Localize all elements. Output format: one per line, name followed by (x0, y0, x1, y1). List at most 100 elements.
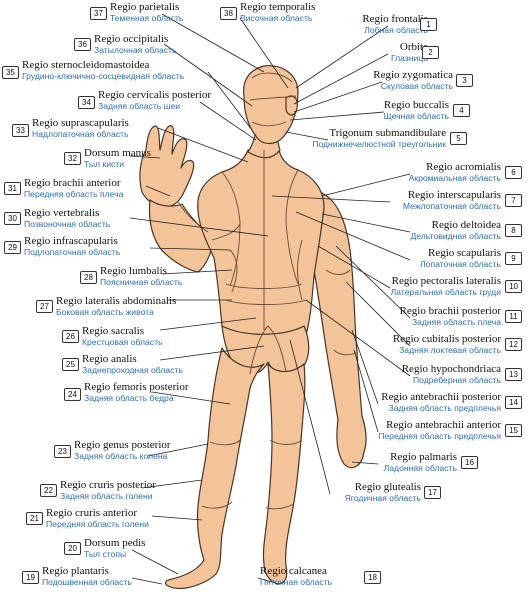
badge-1: 1 (420, 18, 437, 31)
badge-14: 14 (505, 396, 522, 409)
label-25-russian: Заднепроходная область (82, 365, 183, 375)
label-32-russian: Тыл кисти (84, 159, 125, 169)
label-30: Regio vertebralis Позвоночная область (24, 208, 110, 229)
label-2-russian: Глазница (390, 53, 428, 63)
label-20: Dorsum pedis Тыл стопы (84, 538, 145, 559)
badge-23: 23 (54, 445, 71, 458)
label-33-russian: Надлопаточная область (32, 129, 129, 139)
leader-7 (271, 195, 391, 203)
label-4-latin: Regio buccalis (383, 99, 449, 111)
label-5: Trigonum submandibulare Поднижнечелюстно… (312, 128, 446, 149)
label-21-latin: Regio cruris anterior (46, 507, 138, 519)
label-8-russian: Дельтовидная область (410, 231, 501, 241)
label-19-latin: Regio plantaris (42, 565, 109, 577)
leader-13 (305, 299, 411, 377)
label-7-latin: Regio interscapularis (407, 189, 501, 201)
label-12-latin: Regio cubitalis posterior (392, 333, 501, 345)
badge-17: 17 (424, 486, 441, 499)
badge-10: 10 (505, 280, 522, 293)
label-35-russian: Грудино-ключично-сосцевидная область (22, 71, 185, 81)
label-38: Regio temporalis Височная область (240, 2, 315, 23)
label-13-latin: Regio hypochondriaca (401, 363, 501, 375)
label-13: Regio hypochondriaca Подреберная область (402, 364, 501, 385)
label-26-latin: Regio sacralis (82, 325, 145, 337)
badge-36: 36 (74, 38, 91, 51)
label-19: Regio plantaris Подошвенная область (42, 566, 132, 587)
leader-32 (129, 155, 161, 159)
leader-35 (207, 71, 253, 131)
leader-6 (321, 173, 411, 197)
label-15: Regio antebrachii anterior Передняя обла… (378, 420, 501, 441)
label-1-latin: Regio frontalis (362, 13, 428, 25)
label-27-russian: Боковая область живота (56, 307, 154, 317)
label-36: Regio occipitalis Затылочная область (94, 34, 176, 55)
label-6-latin: Regio acromialis (426, 161, 501, 173)
badge-21: 21 (26, 512, 43, 525)
leader-16 (351, 461, 379, 465)
label-23: Regio genus posterior Задняя область кол… (74, 440, 171, 461)
label-6: Regio acromialis Акромиальная область (409, 162, 501, 183)
label-5-russian: Поднижнечелюстной треугольник (312, 139, 446, 149)
label-6-russian: Акромиальная область (408, 173, 501, 183)
label-11-russian: Задняя область плеча (411, 317, 501, 327)
leader-2 (293, 53, 389, 105)
leader-25 (159, 345, 265, 361)
leader-3 (293, 81, 383, 113)
label-31-latin: Regio brachii anterior (24, 177, 121, 189)
badge-33: 33 (12, 124, 29, 137)
label-27: Regio lateralis abdominalis Боковая обла… (56, 296, 176, 317)
label-20-russian: Тыл стопы (84, 549, 127, 559)
leader-8 (321, 213, 411, 233)
label-35-latin: Regio sternocleidomastoidea (22, 59, 150, 71)
badge-7: 7 (505, 194, 522, 207)
label-14-latin: Regio antebrachii posterior (381, 391, 501, 403)
badge-6: 6 (505, 166, 522, 179)
leader-9 (295, 211, 411, 261)
leader-4 (289, 111, 385, 121)
label-14-russian: Задняя область предплечья (388, 403, 501, 413)
label-28-russian: Поясничная область (100, 277, 183, 287)
leader-30 (129, 217, 269, 237)
label-29-russian: Подлопаточная область (24, 247, 121, 257)
badge-34: 34 (78, 96, 95, 109)
label-2-latin: Orbita (399, 41, 428, 53)
label-1-russian: Лобная область (364, 25, 428, 35)
label-29: Regio infrascapularis Подлопаточная обла… (24, 236, 120, 257)
leader-33 (157, 127, 249, 163)
label-15-latin: Regio antebrachii anterior (386, 419, 501, 431)
label-24-russian: Задняя область бедра (84, 393, 174, 403)
label-4: Regio buccalis Щечная область (384, 100, 449, 121)
leader-5 (285, 131, 329, 141)
label-9: Regio scapularis Лопаточная область (420, 248, 501, 269)
label-21-russian: Передняя область голени (46, 519, 149, 529)
label-31: Regio brachii anterior Передняя область … (24, 178, 123, 199)
label-37-russian: Теменная область (110, 13, 184, 23)
label-37: Regio parietalis Теменная область (110, 2, 183, 23)
leader-1 (295, 25, 389, 89)
leader-14 (351, 329, 379, 405)
label-22-russian: Задняя область голени (60, 491, 153, 501)
label-31-russian: Передняя область плеча (24, 189, 124, 199)
label-30-latin: Regio vertebralis (24, 207, 100, 219)
label-16: Regio palmaris Ладонная область (384, 452, 457, 473)
label-38-russian: Височная область (240, 13, 313, 23)
label-16-russian: Ладонная область (383, 463, 457, 473)
leader-38 (239, 17, 289, 89)
badge-28: 28 (80, 271, 97, 284)
label-15-russian: Передняя область предплечья (378, 431, 501, 441)
leader-15 (353, 349, 379, 433)
label-18-latin: Regio calcanea (260, 565, 327, 577)
label-28-latin: Regio lumbalis (100, 265, 167, 277)
leader-26 (159, 317, 257, 331)
leader-21 (151, 515, 203, 521)
label-22: Regio cruris posterior Задняя область го… (60, 480, 156, 501)
badge-37: 37 (90, 7, 107, 20)
label-2: Orbita Глазница (391, 42, 428, 63)
badge-30: 30 (4, 212, 21, 225)
label-21: Regio cruris anterior Передняя область г… (46, 508, 149, 529)
label-25-latin: Regio analis (82, 353, 137, 365)
leader-29 (149, 247, 231, 251)
raised-arm (148, 199, 215, 273)
